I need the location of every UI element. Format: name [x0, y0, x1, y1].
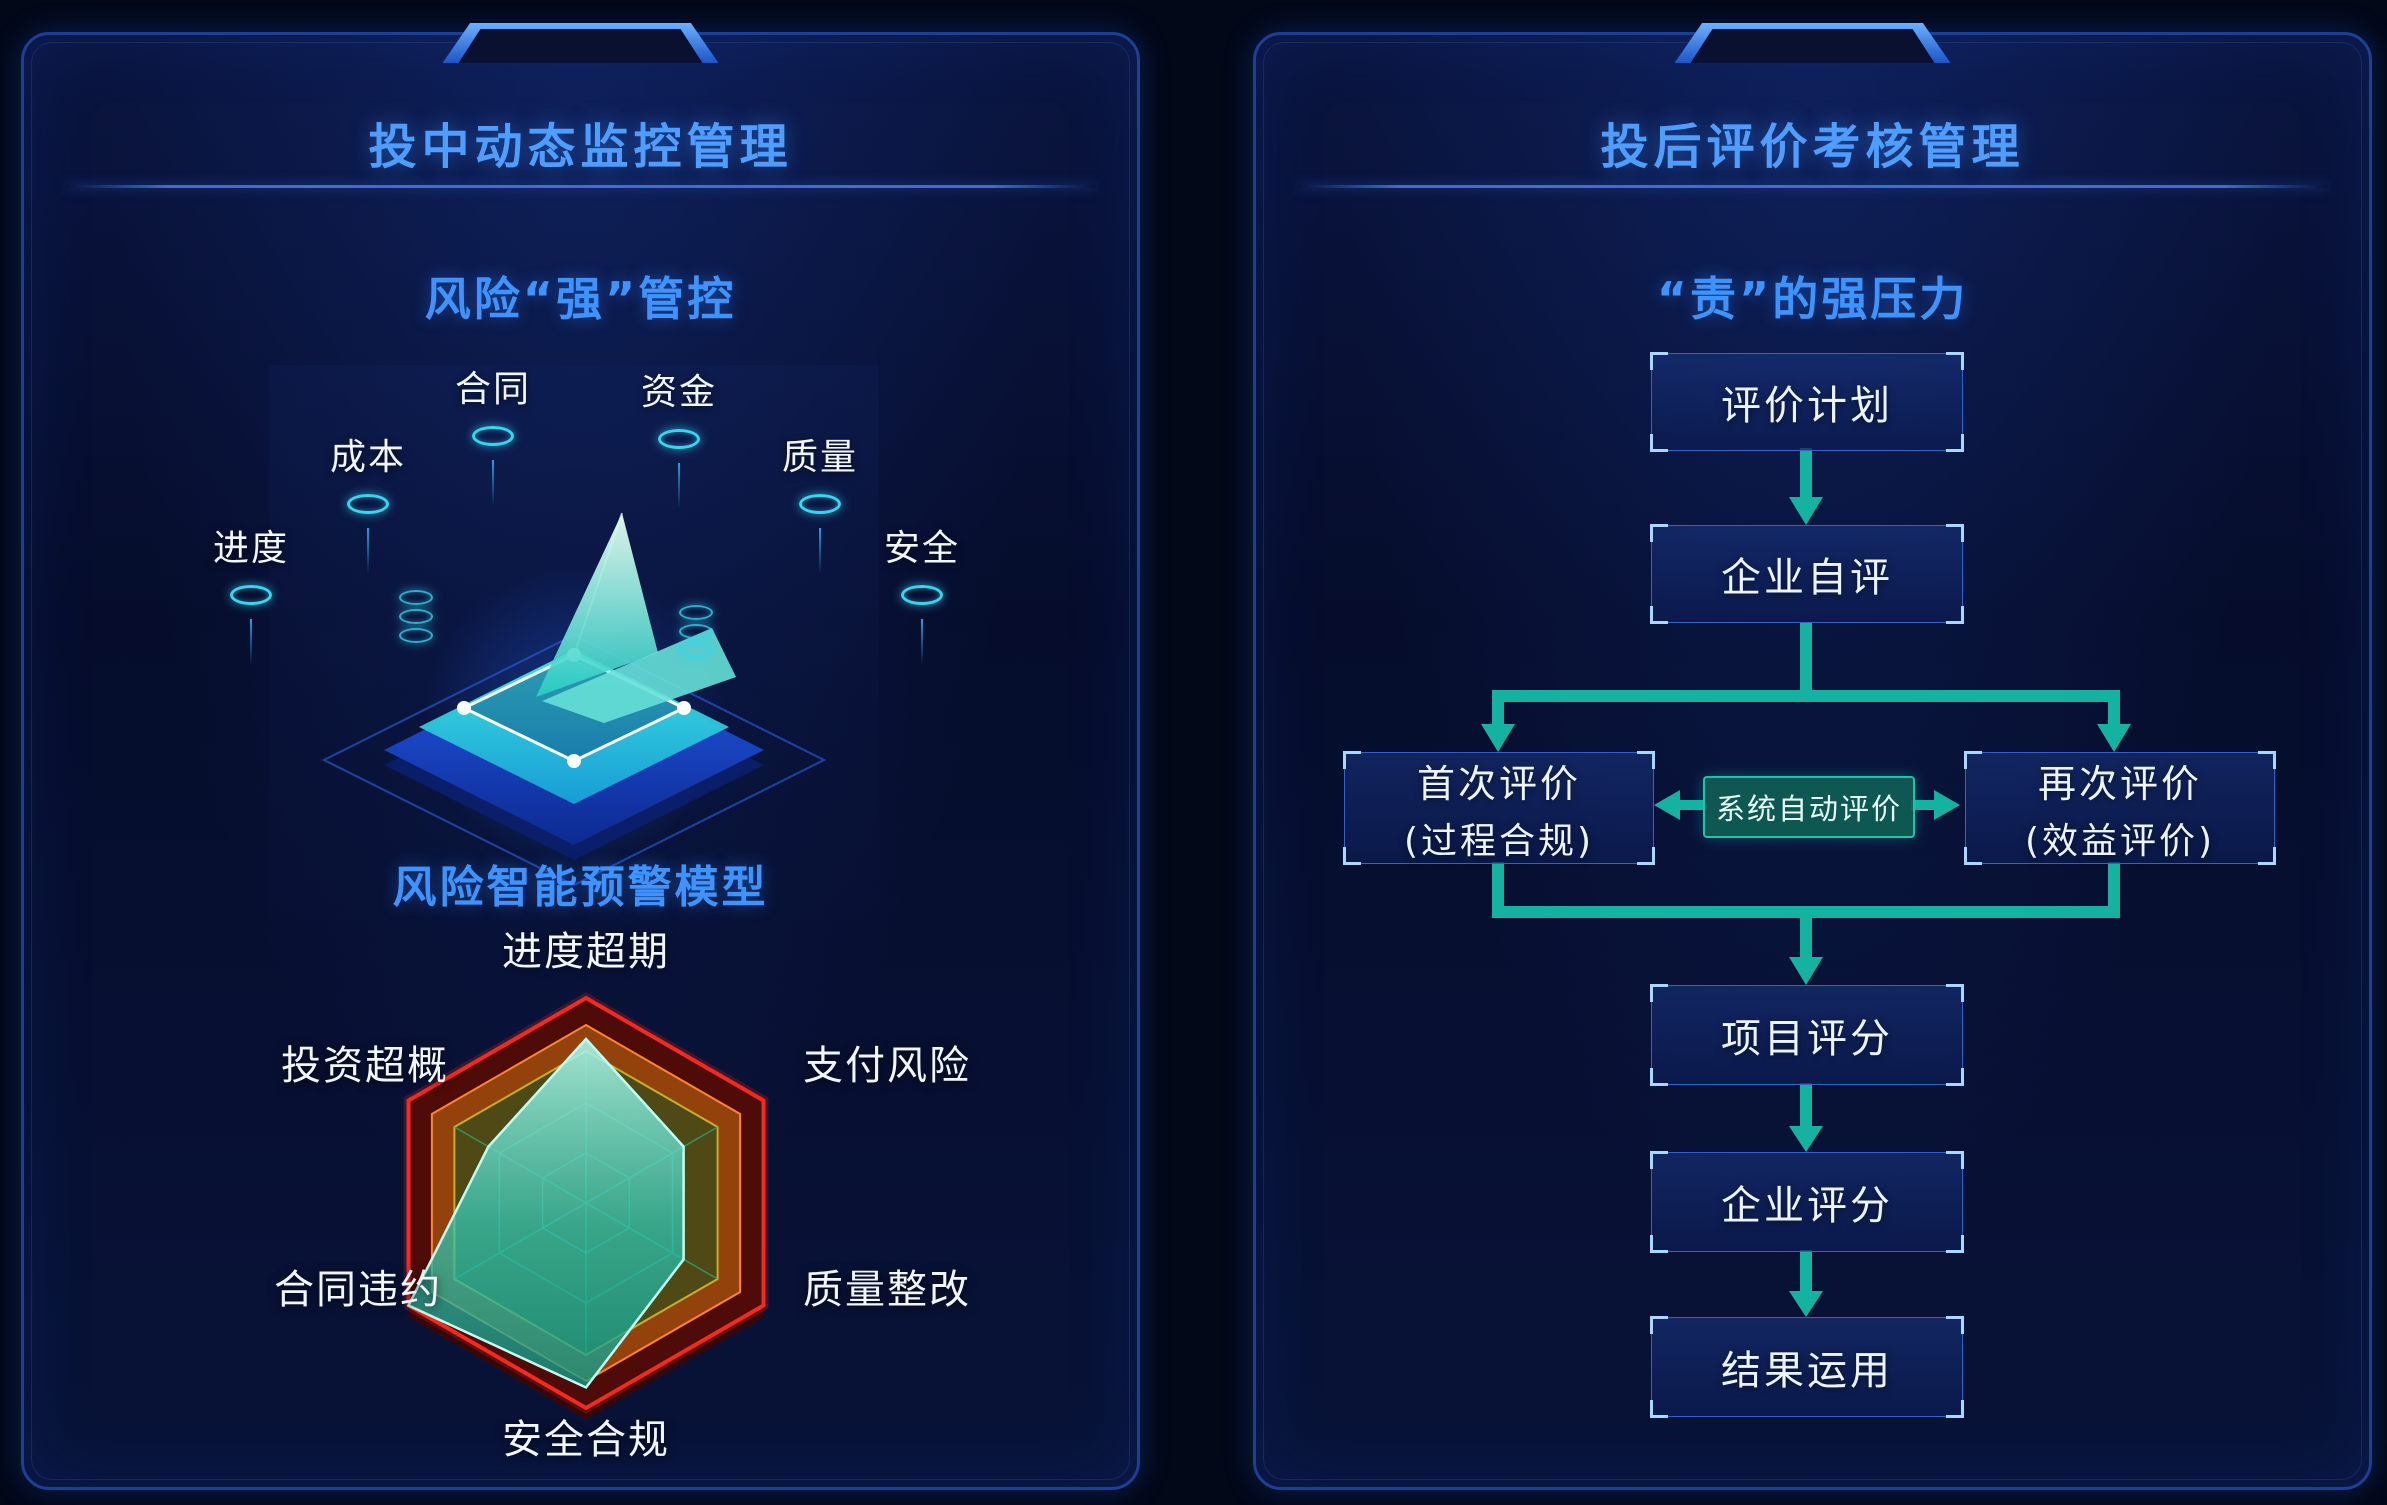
ring-icon — [657, 429, 700, 449]
right-panel-title: 投后评价考核管理 — [1600, 119, 2025, 175]
wireframe-node — [567, 754, 581, 768]
wireframe-node — [457, 701, 471, 715]
panel-post-investment-evaluation: 投后评价考核管理 “责”的强压力 — [1253, 23, 2372, 1490]
flow-node-first-evaluation: 首次评价 (过程合规) — [1343, 751, 1655, 865]
flow-node-enterprise-self-eval: 企业自评 — [1650, 524, 1964, 624]
monitor-label-progress: 进度 — [213, 519, 289, 665]
monitor-label-quality: 质量 — [782, 428, 858, 574]
panel-notch — [1674, 23, 1951, 63]
panel-notch — [442, 23, 719, 63]
monitor-label-contract: 合同 — [455, 360, 531, 506]
panel-in-investment-monitoring: 投中动态监控管理 风险“强”管控 — [21, 23, 1140, 1490]
radar-label-contract-breach: 合同违约 — [274, 1267, 442, 1313]
title-divider — [1298, 185, 2327, 188]
coil-rings — [679, 605, 713, 658]
stem-line — [491, 460, 494, 506]
flow-node-system-auto-eval: 系统自动评价 — [1703, 776, 1915, 838]
monitor-label-cost: 成本 — [330, 428, 406, 574]
stem-line — [920, 619, 923, 665]
monitor-label-funds: 资金 — [641, 363, 717, 509]
panel-notch-inner — [458, 29, 703, 63]
flow-node-result-use: 结果运用 — [1650, 1316, 1964, 1418]
ring-icon — [346, 494, 389, 514]
flow-node-enterprise-score: 企业评分 — [1650, 1151, 1964, 1253]
left-panel-title: 投中动态监控管理 — [368, 119, 793, 175]
risk-radar-chart — [403, 992, 769, 1420]
wireframe-node — [677, 701, 691, 715]
radar-label-safety-compliance: 安全合规 — [502, 1417, 670, 1463]
radar-label-investment-over: 投资超概 — [281, 1043, 449, 1089]
radar-label-payment-risk: 支付风险 — [803, 1043, 971, 1089]
ring-icon — [798, 494, 841, 514]
radar-label-progress-overdue: 进度超期 — [502, 929, 670, 975]
paper-plane-sail — [536, 513, 658, 697]
radar-data-polygon — [406, 1037, 685, 1390]
platform-outline — [321, 633, 827, 887]
stem-line — [677, 463, 680, 509]
flow-node-evaluation-plan: 评价计划 — [1650, 352, 1964, 452]
right-panel-subtitle: “责”的强压力 — [1656, 272, 1969, 326]
flow-node-project-score: 项目评分 — [1650, 984, 1964, 1086]
stem-line — [249, 619, 252, 665]
stem-line — [366, 528, 369, 574]
monitor-label-safety: 安全 — [884, 519, 960, 665]
ring-icon — [900, 585, 943, 605]
ring-icon — [471, 426, 514, 446]
radar-model-title: 风险智能预警模型 — [392, 862, 769, 913]
radar-label-quality-rectify: 质量整改 — [803, 1267, 971, 1313]
title-divider — [66, 185, 1095, 188]
ring-icon — [229, 585, 272, 605]
left-panel-subtitle: 风险“强”管控 — [424, 272, 737, 326]
stem-line — [818, 528, 821, 574]
flow-node-second-evaluation: 再次评价 (效益评价) — [1964, 751, 2276, 865]
coil-rings — [399, 590, 433, 643]
panel-notch-inner — [1690, 29, 1935, 63]
